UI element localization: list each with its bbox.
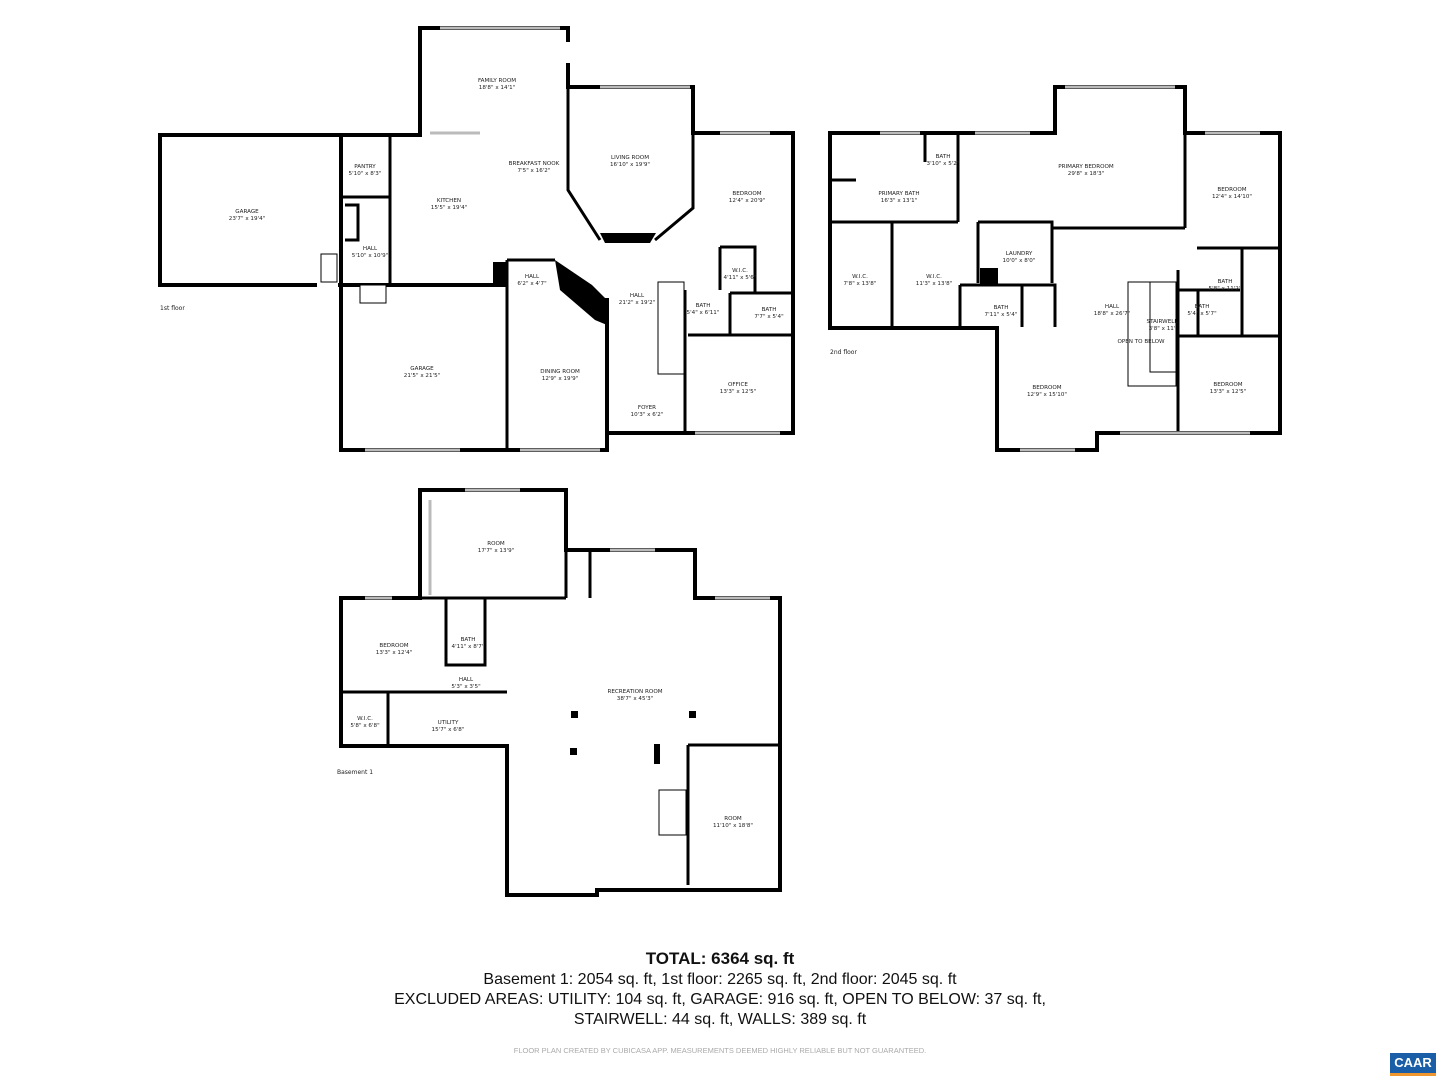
room-name: PRIMARY BEDROOM [1058, 164, 1114, 170]
room-name: FAMILY ROOM [478, 78, 516, 84]
room-dimensions: 12'4" x 14'10" [1212, 194, 1252, 200]
room-dimensions: 4'11" x 8'7" [452, 644, 485, 650]
floor-label: 1st floor [160, 305, 185, 312]
room-dimensions: 18'8" x 26'7" [1094, 311, 1131, 317]
room-name: RECREATION ROOM [607, 689, 662, 695]
room-name: OPEN TO BELOW [1117, 339, 1165, 345]
room-dimensions: 4'11" x 5'6" [724, 275, 757, 281]
room-name: HALL [363, 246, 378, 252]
room-name: HALL [525, 274, 540, 280]
room-dimensions: 21'2" x 19'2" [619, 300, 656, 306]
area-summary: TOTAL: 6364 sq. ft Basement 1: 2054 sq. … [0, 948, 1440, 1030]
room-name: HALL [459, 677, 474, 683]
room-name: W.I.C. [852, 274, 868, 280]
room-name: STAIRWELL [1147, 319, 1179, 325]
excluded-areas-line-1: EXCLUDED AREAS: UTILITY: 104 sq. ft, GAR… [394, 991, 1046, 1008]
room-dimensions: 5'10" x 8'3" [349, 171, 382, 177]
room-dimensions: 16'10" x 19'9" [610, 162, 650, 168]
room-dimensions: 15'7" x 6'8" [432, 727, 465, 733]
room-name: BEDROOM [1032, 385, 1061, 391]
room-name: BATH [696, 303, 711, 309]
total-area: TOTAL: 6364 sq. ft [645, 949, 795, 968]
room-name: ROOM [487, 541, 505, 547]
room-dimensions: 5'8" x 11'2" [1209, 286, 1242, 292]
caar-logo: CAAR [1390, 1053, 1436, 1076]
room-dimensions: 17'7" x 13'9" [478, 548, 515, 554]
room-name: FOYER [638, 405, 656, 411]
room-name: W.I.C. [926, 274, 942, 280]
room-name: BEDROOM [1217, 187, 1246, 193]
room-name: BEDROOM [379, 643, 408, 649]
room-dimensions: 5'4" x 6'11" [687, 310, 720, 316]
room-name: DINING ROOM [540, 369, 580, 375]
room-dimensions: 23'7" x 19'4" [229, 216, 266, 222]
room-name: BATH [994, 305, 1009, 311]
room-name: BEDROOM [732, 191, 761, 197]
room-name: GARAGE [410, 366, 434, 372]
room-dimensions: 13'3" x 12'5" [1210, 389, 1247, 395]
room-dimensions: 3'8" x 11' [1149, 326, 1176, 332]
room-dimensions: 3'10" x 5'2" [927, 161, 960, 167]
room-dimensions: 6'2" x 4'7" [517, 281, 547, 287]
basement-walls [339, 488, 782, 897]
room-dimensions: 11'10" x 18'8" [713, 823, 753, 829]
floor-label: Basement 1 [337, 769, 373, 776]
room-name: KITCHEN [437, 198, 461, 204]
room-name: BATH [762, 307, 777, 313]
room-dimensions: 10'3" x 6'2" [631, 412, 664, 418]
excluded-areas-line-2: STAIRWELL: 44 sq. ft, WALLS: 389 sq. ft [573, 1011, 867, 1028]
room-dimensions: 12'9" x 15'10" [1027, 392, 1067, 398]
room-name: PANTRY [354, 164, 376, 170]
room-dimensions: 18'8" x 14'1" [479, 85, 516, 91]
room-name: W.I.C. [732, 268, 748, 274]
room-dimensions: 12'9" x 19'9" [542, 376, 579, 382]
room-name: ROOM [724, 816, 742, 822]
floor-areas: Basement 1: 2054 sq. ft, 1st floor: 2265… [483, 971, 957, 988]
room-name: W.I.C. [357, 716, 373, 722]
room-name: UTILITY [438, 720, 459, 726]
room-dimensions: 12'4" x 20'9" [729, 198, 766, 204]
room-dimensions: 5'4" x 5'7" [1187, 311, 1217, 317]
second-floor-walls [828, 85, 1282, 452]
room-name: OFFICE [728, 382, 748, 388]
room-name: BATH [461, 637, 476, 643]
first-floor-walls [158, 26, 795, 452]
room-dimensions: 7'11" x 5'4" [985, 312, 1018, 318]
room-name: LIVING ROOM [611, 155, 649, 161]
room-dimensions: 13'3" x 12'4" [376, 650, 413, 656]
room-name: HALL [630, 293, 645, 299]
room-dimensions: 5'8" x 6'8" [350, 723, 380, 729]
room-name: BATH [936, 154, 951, 160]
disclaimer: FLOOR PLAN CREATED BY CUBICASA APP. MEAS… [513, 1046, 927, 1055]
room-dimensions: 7'8" x 13'8" [844, 281, 877, 287]
room-dimensions: 7'7" x 5'4" [754, 314, 784, 320]
room-name: HALL [1105, 304, 1120, 310]
room-dimensions: 5'3" x 3'5" [451, 684, 481, 690]
room-dimensions: 29'8" x 18'3" [1068, 171, 1105, 177]
room-name: GARAGE [235, 209, 259, 215]
room-name: BREAKFAST NOOK [509, 161, 560, 167]
room-dimensions: 11'3" x 13'8" [916, 281, 953, 287]
room-dimensions: 38'7" x 45'3" [617, 696, 654, 702]
room-name: BATH [1195, 304, 1210, 310]
room-dimensions: 21'5" x 21'5" [404, 373, 441, 379]
room-dimensions: 10'0" x 8'0" [1003, 258, 1036, 264]
room-dimensions: 13'3" x 12'5" [720, 389, 757, 395]
room-dimensions: 7'5" x 16'2" [518, 168, 551, 174]
room-name: LAUNDRY [1006, 251, 1033, 257]
room-dimensions: 5'10" x 10'9" [352, 253, 389, 259]
room-dimensions: 16'3" x 13'1" [881, 198, 918, 204]
room-dimensions: 15'5" x 19'4" [431, 205, 468, 211]
room-name: PRIMARY BATH [878, 191, 919, 197]
room-name: BEDROOM [1213, 382, 1242, 388]
room-name: BATH [1218, 279, 1233, 285]
floor-label: 2nd floor [830, 349, 857, 356]
